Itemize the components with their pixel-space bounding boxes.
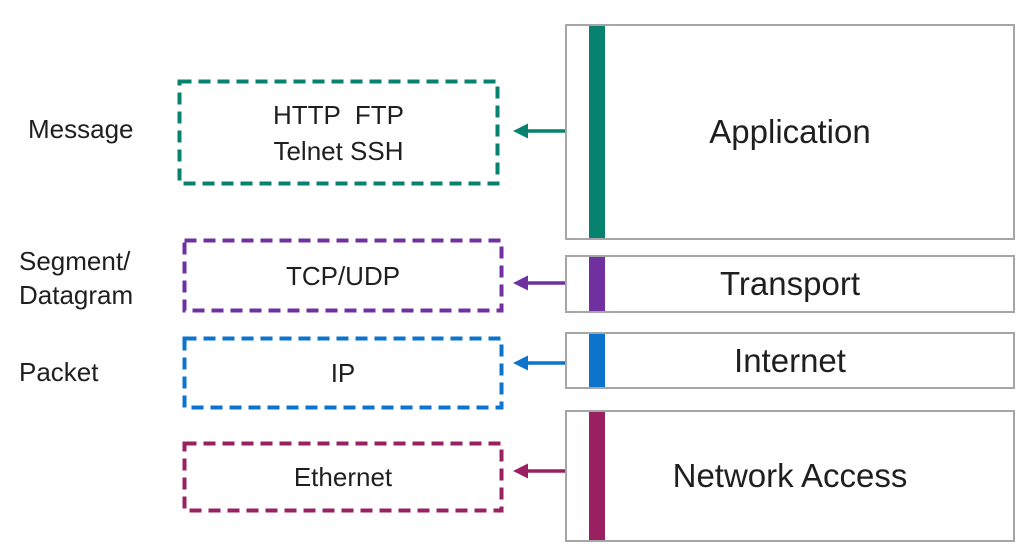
accent-bar-application (589, 26, 605, 238)
pdu-label-message: Message (28, 114, 134, 144)
layer-box-application: Application (565, 24, 1015, 240)
dashed-border (182, 441, 504, 513)
layer-label-network-access: Network Access (672, 457, 908, 494)
layer-box-network-access: Network Access (565, 410, 1015, 542)
pdu-label-segment-datagram: Segment/ Datagram (19, 246, 134, 310)
protocols-box-application: HTTP FTP Telnet SSH (177, 79, 500, 186)
protocols-box-internet: IP (182, 336, 504, 410)
protocols-box-transport: TCP/UDP (182, 238, 504, 313)
dashed-border (177, 79, 500, 186)
protocols-label-transport: TCP/UDP (285, 260, 401, 291)
accent-bar-network-access (589, 412, 605, 540)
protocols-label-network-access: Ethernet (293, 462, 393, 492)
left-arrow-application (513, 123, 565, 139)
layer-box-internet: Internet (565, 332, 1015, 389)
dashed-border (182, 238, 504, 313)
layer-label-application: Application (709, 113, 871, 150)
accent-bar-internet (589, 334, 605, 387)
left-arrow-transport (513, 275, 565, 291)
protocols-label-application: HTTP FTP Telnet SSH (273, 99, 404, 166)
accent-bar-transport (589, 257, 605, 311)
layer-label-transport: Transport (720, 265, 860, 302)
left-arrow-network-access (513, 463, 565, 479)
dashed-border (182, 336, 504, 410)
layer-label-internet: Internet (734, 341, 846, 379)
pdu-label-packet: Packet (19, 357, 99, 387)
protocols-label-internet: IP (330, 358, 356, 388)
layer-box-transport: Transport (565, 255, 1015, 313)
protocols-box-network-access: Ethernet (182, 441, 504, 513)
left-arrow-internet (513, 355, 565, 371)
